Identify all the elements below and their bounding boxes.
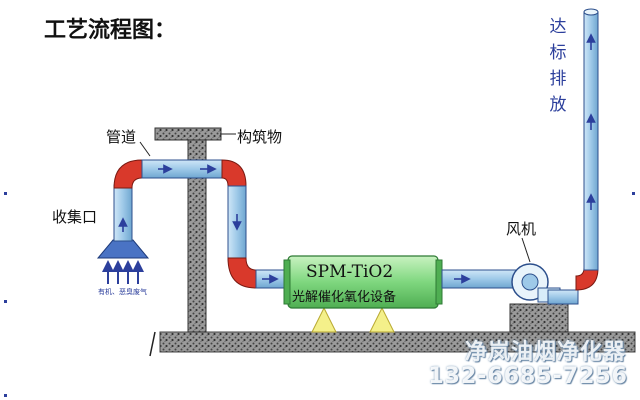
device-endcap-left <box>283 259 291 305</box>
structure-column <box>187 139 207 333</box>
edge-dot-bottom-left <box>4 394 7 397</box>
intake-arrows <box>102 260 144 284</box>
fan-hub <box>521 273 539 291</box>
elbow-bottom <box>227 257 257 289</box>
device-name: SPM-TiO2 <box>306 262 394 282</box>
label-discharge: 达标排放 <box>549 17 567 115</box>
device-subtitle: 光解催化氧化设备 <box>292 290 397 305</box>
stack-top <box>583 8 599 16</box>
ground-line <box>149 331 156 357</box>
edge-dot-left <box>4 192 7 195</box>
device-legs <box>311 306 395 333</box>
edge-dot-left-2 <box>4 300 7 303</box>
watermark-brand: 净岚油烟净化器 <box>464 340 626 365</box>
structure-top <box>154 127 222 141</box>
label-fan: 风机 <box>506 220 537 238</box>
exhaust-stack <box>583 11 599 271</box>
flow-arrows <box>118 33 596 284</box>
ground-slab <box>159 331 636 353</box>
diagram-title: 工艺流程图： <box>44 18 177 43</box>
watermark-phone: 132-6685-7256 <box>428 364 628 389</box>
label-structure: 构筑物 <box>237 128 283 146</box>
label-intake: 收集口 <box>52 208 98 226</box>
label-intake-note: 有机、恶臭废气 <box>98 288 147 296</box>
pipe-leader <box>139 141 151 157</box>
edge-dot-right <box>632 192 635 195</box>
outlet-pipe <box>441 269 517 289</box>
fan-leader <box>521 237 531 263</box>
device-endcap-right <box>435 259 443 305</box>
elbow-top <box>221 159 247 187</box>
elbow-stack <box>575 267 599 291</box>
intake-pipe <box>113 184 133 242</box>
fan-base <box>509 303 569 333</box>
intake-hood <box>96 239 150 259</box>
fan-outlet <box>547 289 579 305</box>
label-pipe: 管道 <box>106 128 137 146</box>
elbow-intake <box>113 159 143 189</box>
